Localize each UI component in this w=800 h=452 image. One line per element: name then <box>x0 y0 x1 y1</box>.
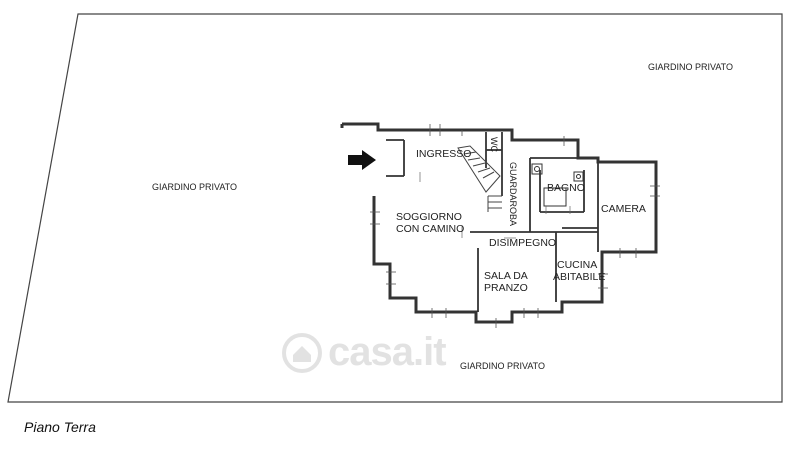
label-cucina: CUCINA <box>557 259 597 271</box>
label-con-camino: CON CAMINO <box>396 223 464 235</box>
label-giardino-left: GIARDINO PRIVATO <box>152 182 237 192</box>
label-giardino-bottom: GIARDINO PRIVATO <box>460 361 545 371</box>
label-bagno: BAGNO <box>547 182 585 194</box>
house-walls <box>340 122 658 324</box>
floor-caption: Piano Terra <box>24 419 96 435</box>
label-camera: CAMERA <box>601 203 646 215</box>
staircase <box>457 145 502 212</box>
label-pranzo: PRANZO <box>484 282 528 294</box>
bathroom-fixtures <box>531 163 584 207</box>
label-soggiorno: SOGGIORNO <box>396 211 462 223</box>
label-wc: WC <box>489 137 499 152</box>
label-guardaroba: GUARDAROBA <box>508 162 518 226</box>
interior-walls <box>386 132 599 312</box>
house-logo-icon <box>282 332 322 373</box>
label-sala-da: SALA DA <box>484 270 528 282</box>
watermark-text: casa.it <box>328 330 447 374</box>
label-abitabile: ABITABILE <box>553 271 605 283</box>
door-swings <box>419 172 571 239</box>
label-ingresso: INGRESSO <box>416 148 471 160</box>
label-disimpegno: DISIMPEGNO <box>489 237 556 249</box>
window-marks <box>370 124 660 328</box>
watermark: casa.it <box>282 330 447 375</box>
label-giardino-top-right: GIARDINO PRIVATO <box>648 62 733 72</box>
entrance-arrow-icon <box>348 150 376 170</box>
lot-boundary <box>7 13 783 403</box>
